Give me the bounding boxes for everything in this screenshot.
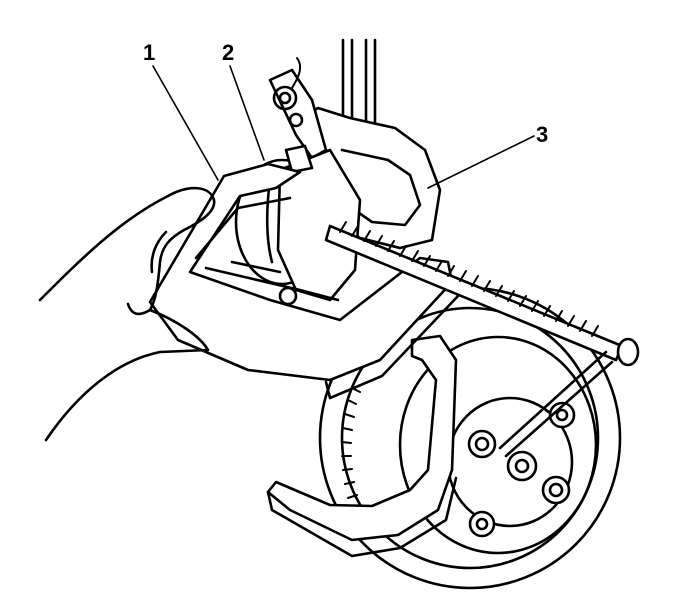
lug-nut: [548, 401, 576, 429]
callout-2-leader: [229, 65, 265, 161]
lug-nut: [468, 510, 496, 538]
clamp-screw-rod: [324, 221, 640, 458]
callout-1-label: 1: [143, 40, 156, 65]
caliper-bracket: [266, 334, 458, 558]
technician-hand: [38, 186, 216, 442]
callout-2-label: 2: [222, 40, 235, 65]
callout-leaders: [152, 65, 535, 189]
callout-3-label: 3: [536, 122, 549, 147]
c-clamp: [148, 162, 460, 400]
lug-nut: [506, 450, 538, 482]
lug-nut: [541, 475, 571, 505]
callout-3-leader: [427, 135, 535, 189]
suspension-strut: [341, 38, 377, 132]
lug-nut: [467, 429, 497, 459]
brake-pad-and-piston: [234, 144, 362, 302]
callout-1-leader: [152, 65, 219, 181]
